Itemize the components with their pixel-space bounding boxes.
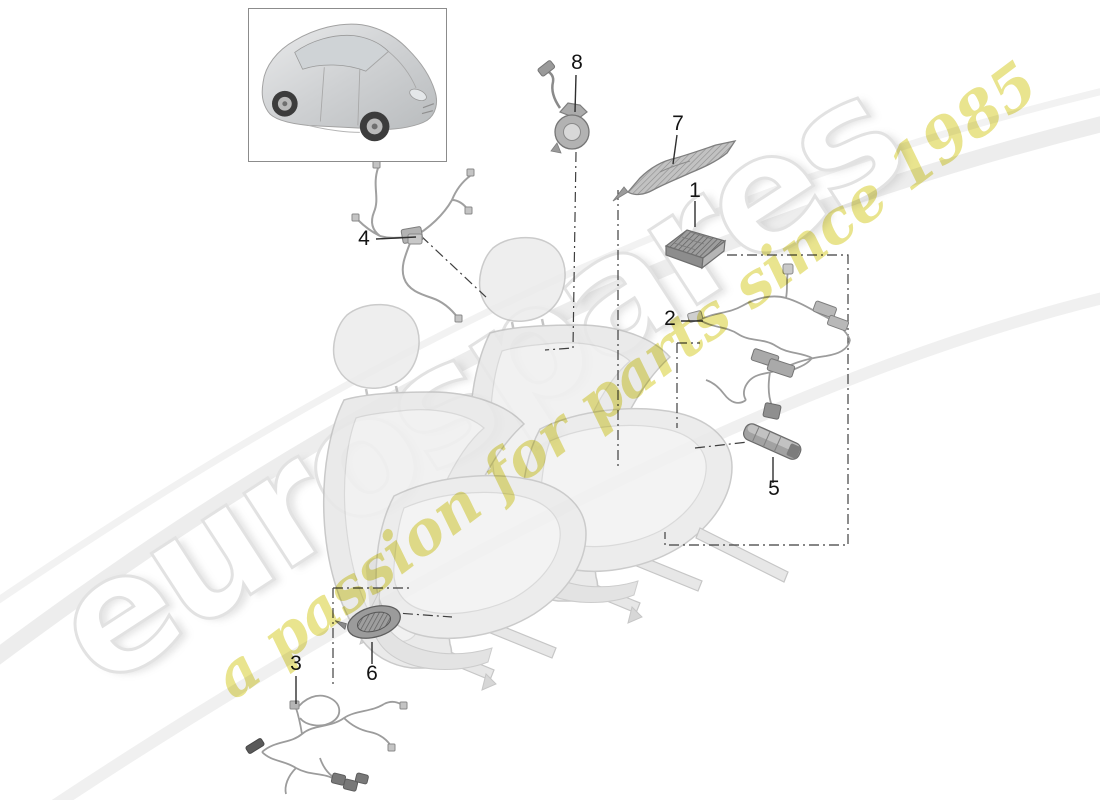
- callout-1[interactable]: 1: [689, 179, 701, 202]
- part-1-control-module: [664, 229, 727, 270]
- part-3-wiring-harness: [245, 694, 408, 795]
- callout-4[interactable]: 4: [358, 227, 370, 250]
- part-2-wiring-harness: [687, 263, 851, 420]
- callout-5[interactable]: 5: [768, 477, 780, 500]
- callout-2[interactable]: 2: [664, 307, 676, 330]
- callout-6[interactable]: 6: [366, 662, 378, 685]
- vehicle-illustration: [261, 23, 437, 142]
- callout-8[interactable]: 8: [571, 51, 583, 74]
- part-7-bracket: [612, 140, 737, 202]
- leader-8: [574, 74, 577, 113]
- part-5-control-module: [742, 423, 802, 460]
- callout-7[interactable]: 7: [672, 112, 684, 135]
- vehicle-thumbnail: [248, 8, 447, 162]
- callout-3[interactable]: 3: [290, 652, 302, 675]
